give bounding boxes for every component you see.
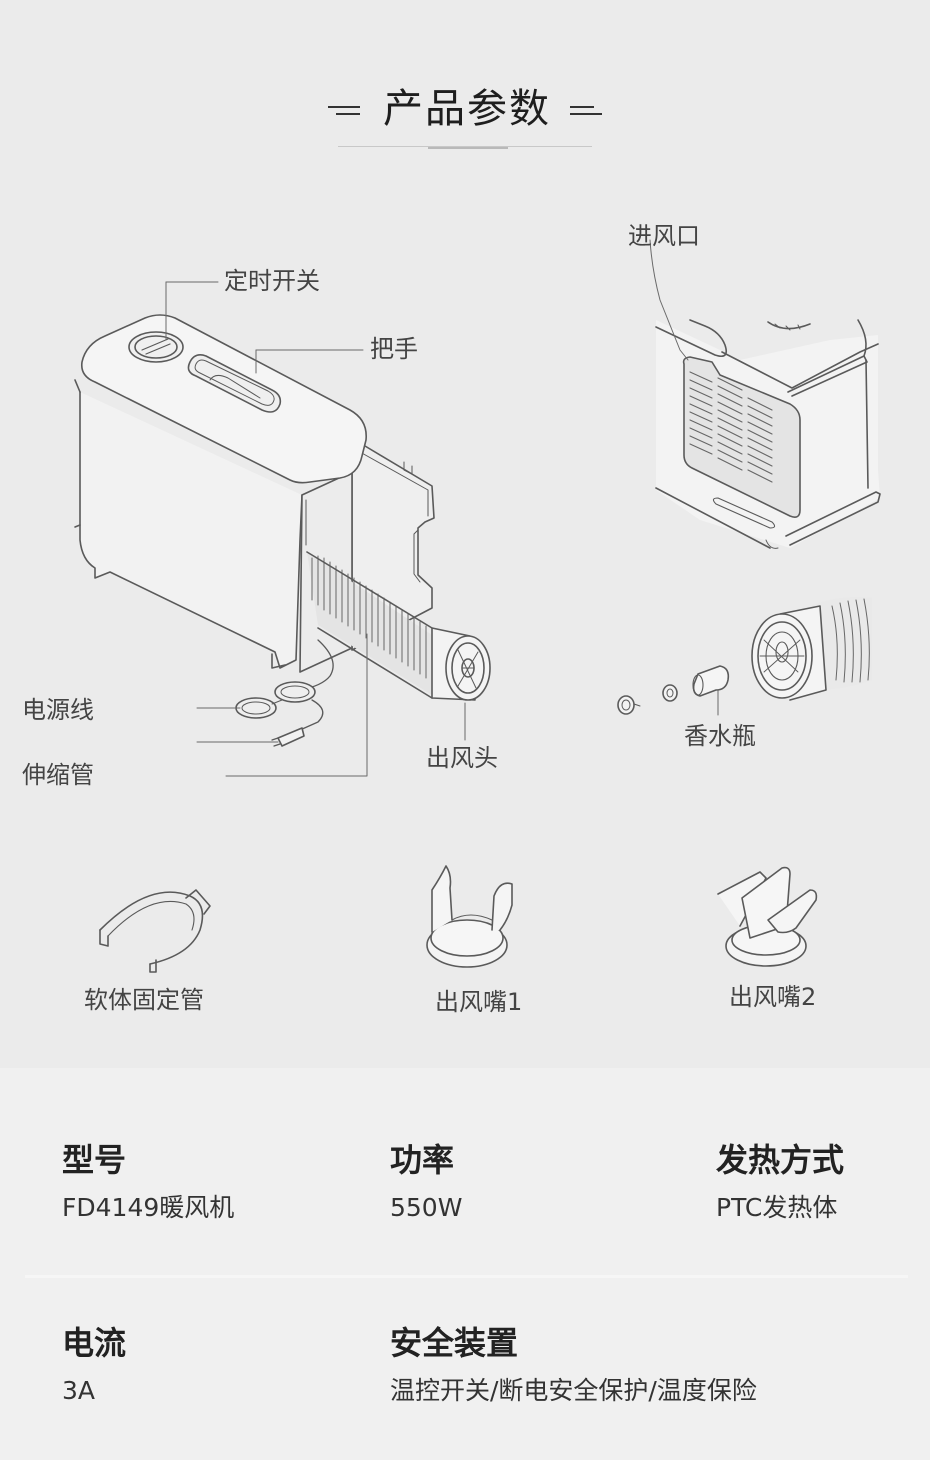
title-right-decoration-icon: [570, 104, 602, 118]
spec-value: 3A: [62, 1376, 96, 1405]
label-power-cord: 电源线: [22, 696, 94, 724]
spec-value: 温控开关/断电安全保护/温度保险: [390, 1376, 757, 1405]
section-header: 产品参数: [0, 82, 930, 138]
spec-value: FD4149暖风机: [62, 1193, 235, 1222]
spec-divider: [25, 1275, 908, 1278]
air-inlet-illustration: [649, 239, 881, 549]
heater-unit-illustration: [74, 314, 491, 747]
label-air-inlet: 进风口: [628, 222, 700, 250]
spec-current: 电流 3A: [62, 1323, 126, 1407]
title-underline-accent: [428, 147, 508, 149]
spec-value: 550W: [390, 1193, 463, 1222]
label-timer-switch: 定时开关: [224, 267, 320, 295]
spec-title: 安全装置: [390, 1324, 519, 1362]
spec-title: 功率: [390, 1141, 455, 1179]
title-left-decoration-icon: [328, 104, 360, 118]
perfume-bottle-illustration: [617, 597, 872, 716]
label-air-outlet-head: 出风头: [426, 744, 498, 772]
spec-model: 型号 FD4149暖风机: [62, 1140, 234, 1224]
page-title: 产品参数: [383, 86, 551, 132]
spec-title: 电流: [62, 1324, 127, 1362]
nozzle-2-illustration: [717, 866, 818, 967]
spec-power: 功率 550W: [390, 1140, 462, 1224]
label-nozzle-1: 出风嘴1: [435, 988, 523, 1016]
hose-clip-illustration: [99, 889, 211, 973]
nozzle-1-illustration: [426, 865, 513, 968]
spec-heating-method: 发热方式 PTC发热体: [716, 1140, 844, 1224]
label-telescopic-hose: 伸缩管: [22, 761, 94, 789]
spec-title: 发热方式: [716, 1141, 845, 1179]
label-handle: 把手: [370, 335, 418, 363]
spec-title: 型号: [62, 1141, 127, 1179]
spec-value: PTC发热体: [716, 1193, 838, 1222]
label-nozzle-2: 出风嘴2: [729, 983, 817, 1011]
spec-safety-devices: 安全装置 温控开关/断电安全保护/温度保险: [390, 1323, 757, 1407]
title-underline: [338, 146, 592, 147]
label-perfume-bottle: 香水瓶: [684, 722, 756, 750]
label-hose-clip: 软体固定管: [84, 986, 204, 1014]
leader-lines: [165, 281, 466, 777]
